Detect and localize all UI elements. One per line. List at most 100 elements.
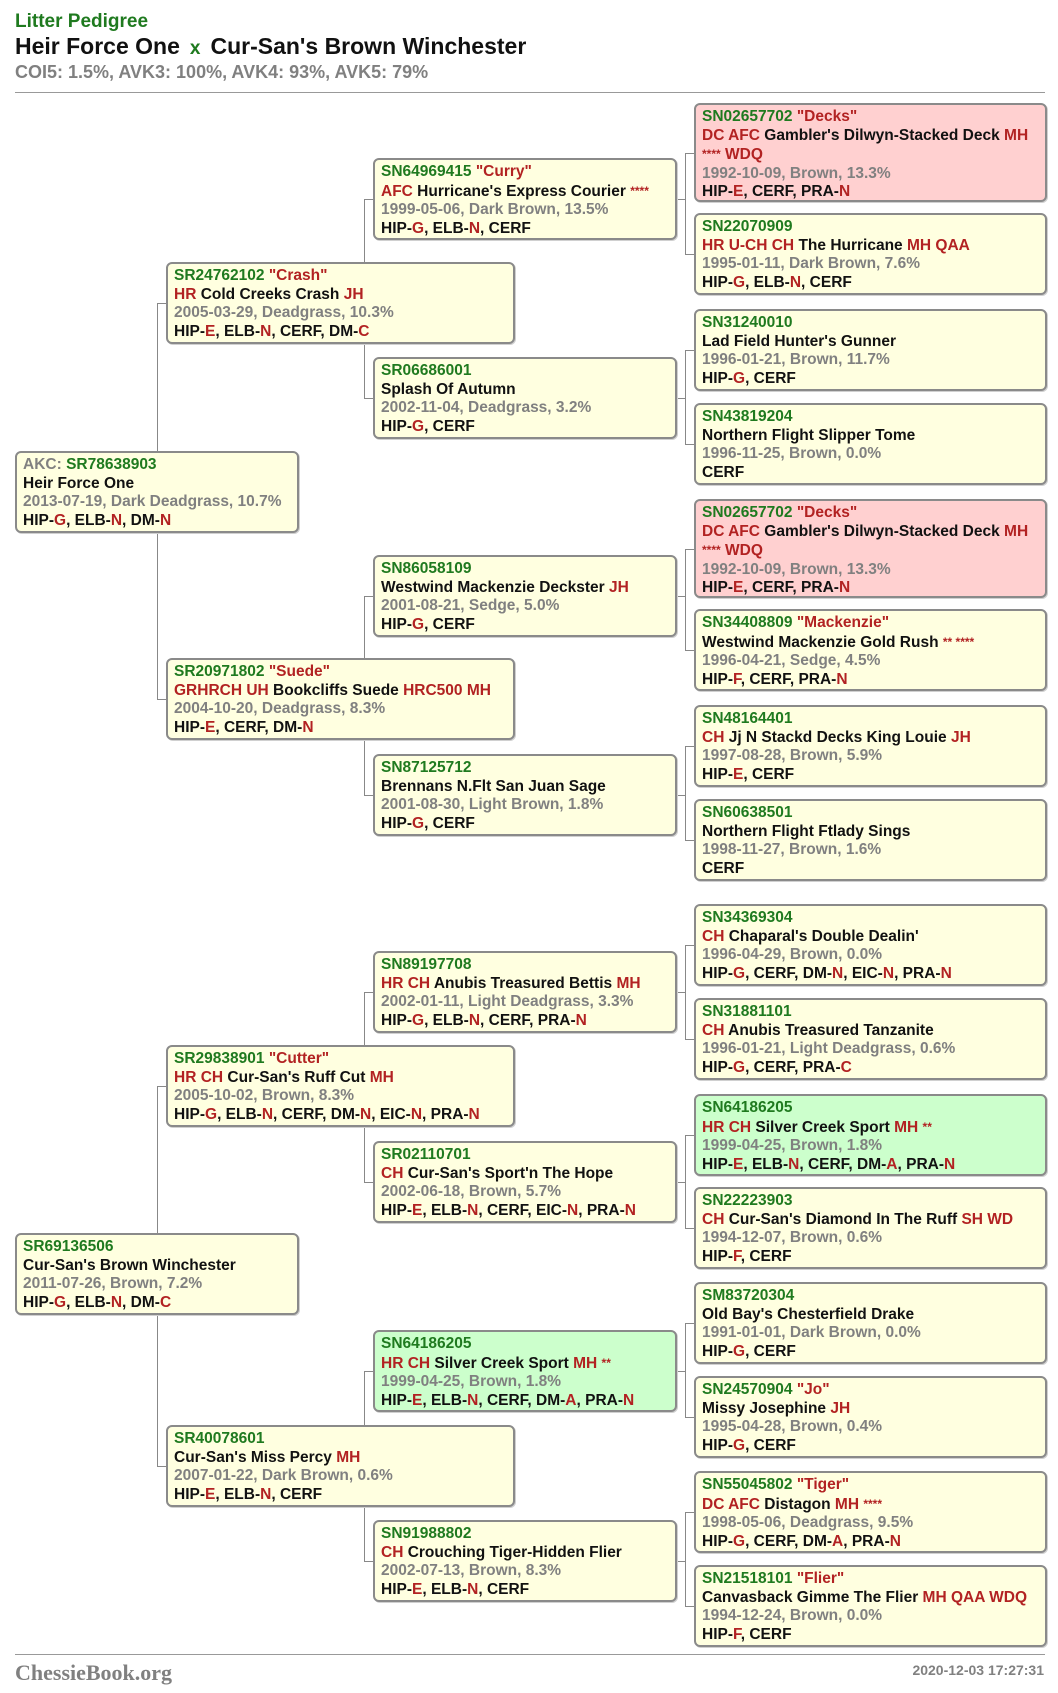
dog-name[interactable]: Brennans N.Flt San Juan Sage [381,777,606,795]
registration[interactable]: SN22070909 [702,218,793,235]
registration[interactable]: SN02657702 [702,504,793,521]
dog-name[interactable]: Old Bay's Chesterfield Drake [702,1305,915,1323]
dog-name[interactable]: Westwind Mackenzie Gold Rush [702,633,939,651]
registration[interactable]: SN22223903 [702,1192,793,1209]
dog-card[interactable]: SR24762102 "Crash"HR Cold Creeks Crash J… [166,262,515,344]
dog-name[interactable]: Chaparal's Double Dealin' [728,927,919,945]
dog-name[interactable]: Lad Field Hunter's Gunner [702,332,897,350]
dog-name[interactable]: Northern Flight Slipper Tome [702,426,916,444]
registration[interactable]: SN64186205 [381,1335,472,1352]
site-logo[interactable]: ChessieBook.org [15,1660,173,1685]
reg-line: SN91988802 [381,1525,669,1544]
registration[interactable]: SR69136506 [23,1238,114,1255]
registration[interactable]: SN55045802 [702,1476,793,1493]
dog-card[interactable]: SN34408809 "Mackenzie"Westwind Mackenzie… [694,609,1047,691]
dog-name[interactable]: Silver Creek Sport [755,1118,890,1136]
registration[interactable]: AKC: SR78638903 [23,456,157,473]
dog-name[interactable]: Cur-San's Sport'n The Hope [407,1164,614,1182]
registration[interactable]: SN87125712 [381,759,472,776]
registration[interactable]: SN89197708 [381,956,472,973]
registration[interactable]: SN31881101 [702,1003,792,1020]
registration[interactable]: SN86058109 [381,560,472,577]
dog-name[interactable]: Canvasback Gimme The Flier [702,1588,919,1606]
registration[interactable]: SR29838901 [174,1050,265,1067]
dam-name[interactable]: Cur-San's Brown Winchester [210,33,527,59]
registration[interactable]: SN34408809 [702,614,793,631]
dog-card[interactable]: SN21518101 "Flier"Canvasback Gimme The F… [694,1565,1047,1647]
registration[interactable]: SN64969415 [381,163,472,180]
dog-name[interactable]: Northern Flight Ftlady Sings [702,822,911,840]
dog-name[interactable]: Cur-San's Miss Percy [174,1448,332,1466]
registration[interactable]: SN64186205 [702,1099,793,1116]
registration[interactable]: SN02657702 [702,108,793,125]
dog-card[interactable]: SN55045802 "Tiger"DC AFC Distagon MH ***… [694,1471,1047,1553]
dog-name[interactable]: The Hurricane [798,236,903,254]
dog-name[interactable]: Bookcliffs Suede [273,681,399,699]
health-test: , CERF, DM- [273,1105,361,1123]
reg-line: SN24570904 "Jo" [702,1381,1039,1400]
dog-card[interactable]: SR29838901 "Cutter"HR CH Cur-San's Ruff … [166,1045,515,1127]
dog-name[interactable]: Jj N Stackd Decks King Louie [728,728,947,746]
registration[interactable]: SR20971802 [174,663,265,680]
registration[interactable]: SN34369304 [702,909,793,926]
dog-name[interactable]: Splash Of Autumn [381,380,516,398]
dog-name[interactable]: Anubis Treasured Bettis [433,974,613,992]
dog-name[interactable]: Anubis Treasured Tanzanite [728,1021,934,1039]
dog-name[interactable]: Distagon [764,1495,831,1513]
dog-info: 1999-04-25, Brown, 1.8% [381,1373,562,1390]
registration[interactable]: SM83720304 [702,1287,794,1304]
dog-name[interactable]: Missy Josephine [702,1399,827,1417]
registration[interactable]: SN31240010 [702,314,793,331]
dog-name[interactable]: Silver Creek Sport [434,1354,569,1372]
dog-name[interactable]: Cur-San's Brown Winchester [23,1256,236,1274]
registration[interactable]: SR06686001 [381,362,472,379]
registration[interactable]: SN24570904 [702,1381,793,1398]
dog-name[interactable]: Cur-San's Diamond In The Ruff [728,1210,958,1228]
sire-name[interactable]: Heir Force One [15,33,180,59]
registration[interactable]: SR24762102 [174,267,265,284]
dog-card[interactable]: SN02657702 "Decks"DC AFC Gambler's Dilwy… [694,103,1047,202]
registration[interactable]: SR02110701 [381,1146,471,1163]
dog-name[interactable]: Gambler's Dilwyn-Stacked Deck [764,522,1000,540]
registration[interactable]: SN48164401 [702,710,793,727]
dog-card[interactable]: SN64969415 "Curry"AFC Hurricane's Expres… [373,158,677,240]
dog-name[interactable]: Cold Creeks Crash [200,285,340,303]
registration[interactable]: SN43819204 [702,408,793,425]
dog-name-line: Canvasback Gimme The Flier MH QAA WDQ [702,1589,1039,1608]
dog-name[interactable]: Crouching Tiger-Hidden Flier [407,1543,622,1561]
dog-card[interactable]: SR20971802 "Suede"GRHRCH UH Bookcliffs S… [166,658,515,740]
registration[interactable]: SN60638501 [702,804,793,821]
dog-name[interactable]: Cur-San's Ruff Cut [227,1068,366,1086]
registration[interactable]: SN21518101 [702,1570,793,1587]
health-clearances: HIP-E, ELB-N, CERF [174,1486,507,1505]
dog-name[interactable]: Hurricane's Express Courier [417,182,626,200]
dog-card[interactable]: SN02657702 "Decks"DC AFC Gambler's Dilwy… [694,499,1047,598]
registration[interactable]: SR40078601 [174,1430,265,1447]
dog-name[interactable]: Heir Force One [23,474,135,492]
dog-name[interactable]: Westwind Mackenzie Deckster [381,578,605,596]
registration[interactable]: SN91988802 [381,1525,472,1542]
dog-name[interactable]: Gambler's Dilwyn-Stacked Deck [764,126,1000,144]
registration-number: SN89197708 [381,956,472,973]
